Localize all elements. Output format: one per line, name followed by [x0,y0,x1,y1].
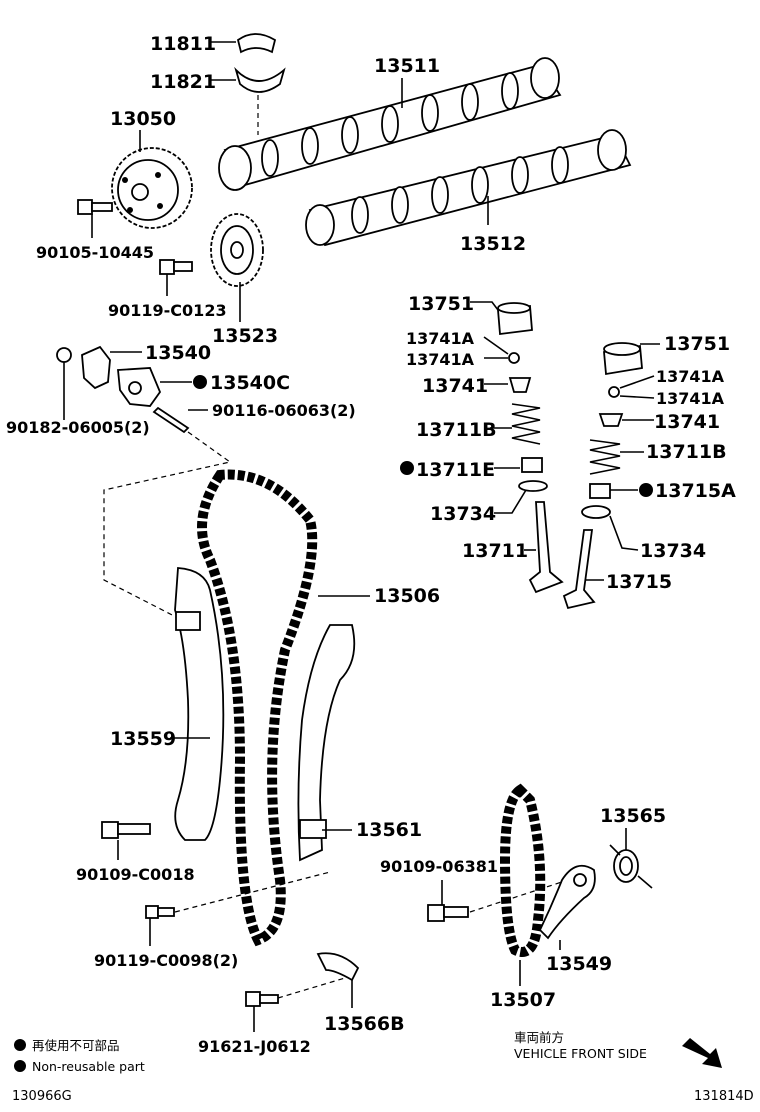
arrow-down-right-icon [682,1038,722,1068]
label-90116-06063: 90116-06063(2) [212,401,356,420]
nut-90182 [56,347,72,363]
label-13565: 13565 [600,805,666,827]
label-11821: 11821 [150,71,216,93]
direction-en: VEHICLE FRONT SIDE [514,1046,647,1061]
code-right: 131814D [694,1089,754,1104]
label-13506: 13506 [374,585,440,607]
vvt-gear-13050 [111,147,193,229]
bolt-90105 [77,199,113,215]
lifter-13751-b [603,342,643,376]
non-reusable-dot [193,375,207,389]
tensioner-13540 [81,345,111,390]
guide-13559 [174,567,225,841]
chain-13506 [197,469,318,947]
label-13561: 13561 [356,819,422,841]
bolt-90109-c0018 [101,821,151,839]
tensioner-arm-13549 [538,864,596,940]
lifter-13751-a [497,302,533,336]
stud-90116 [152,406,190,434]
washer-13734-b [581,505,611,519]
guide-13566b [316,952,360,982]
label-13540: 13540 [145,342,211,364]
spring-13565 [609,844,653,889]
vehicle-front-indicator: 車両前方 VEHICLE FRONT SIDE [514,1030,722,1068]
label-13741-right: 13741 [654,411,720,433]
label-11811: 11811 [150,33,216,55]
legend-jp: 再使用不可部品 [32,1038,120,1053]
legend: 再使用不可部品 Non-reusable part [14,1038,145,1074]
label-13711e: 13711E [416,459,495,481]
bolt-90109-06381 [427,904,469,922]
label-13050: 13050 [110,108,176,130]
sprocket-13523 [210,213,264,287]
seal-13715a [589,483,611,499]
bolt-90119-c0098 [145,905,175,919]
label-13734-left: 13734 [430,503,496,525]
label-13540c: 13540C [210,372,290,394]
label-13715a: 13715A [655,480,736,502]
camshaft-13511 [218,57,562,191]
retainer-13741-a [508,377,532,393]
label-13741a-1: 13741A [406,329,475,348]
label-13751-left: 13751 [408,293,474,315]
camshaft-13512 [305,129,632,247]
label-13512: 13512 [460,233,526,255]
valve-13715 [562,529,596,610]
valve-13711 [528,501,564,594]
label-13741a-4: 13741A [656,389,725,408]
bearing-11821 [234,66,286,93]
label-90119-c0098: 90119-C0098(2) [94,951,238,970]
label-13711b-left: 13711B [416,419,497,441]
direction-jp: 車両前方 [514,1030,564,1045]
label-13741a-2: 13741A [406,350,475,369]
bearing-11811 [236,33,277,54]
legend-en: Non-reusable part [32,1059,145,1074]
guide-13561 [297,624,356,862]
label-13711: 13711 [462,540,528,562]
label-13711b-right: 13711B [646,441,727,463]
label-13549: 13549 [546,953,612,975]
label-90182-06005: 90182-06005(2) [6,418,150,437]
label-90109-c0018: 90109-C0018 [76,865,195,884]
label-90119-c0123: 90119-C0123 [108,301,227,320]
label-13715: 13715 [606,571,672,593]
seal-13711e [521,457,543,473]
bolt-91621 [245,991,279,1007]
spring-13711b-b [589,439,621,475]
bolt-90119-c0123 [159,259,193,275]
non-reusable-dot [400,461,414,475]
non-reusable-dot [639,483,653,497]
label-13734-right: 13734 [640,540,706,562]
label-13741-left: 13741 [422,375,488,397]
label-13559: 13559 [110,728,176,750]
retainer-13741-b [598,413,624,427]
keeper-13741a-b [608,386,620,398]
label-13566b: 13566B [324,1013,405,1035]
chain-13507 [499,783,546,957]
label-91621-j0612: 91621-J0612 [198,1037,311,1056]
washer-13734-a [518,480,548,492]
label-90105-10445: 90105-10445 [36,243,154,262]
label-90109-06381: 90109-06381 [380,857,498,876]
label-13507: 13507 [490,989,556,1011]
label-13523: 13523 [212,325,278,347]
keeper-13741a-a [508,352,520,364]
label-13751-right: 13751 [664,333,730,355]
label-13511: 13511 [374,55,440,77]
label-13741a-3: 13741A [656,367,725,386]
code-left: 130966G [12,1089,72,1104]
spring-13711b-a [511,403,541,445]
gasket-13540c [117,367,162,407]
